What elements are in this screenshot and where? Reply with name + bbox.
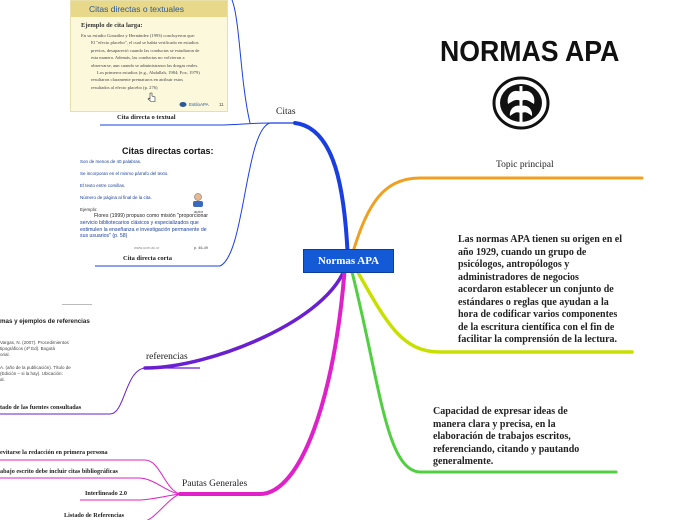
- citas-to-textual-connector: [100, 122, 271, 126]
- thumbnail-subtitle: Ejemplo de cita larga:: [81, 22, 143, 29]
- capacidad-connector: [348, 262, 618, 474]
- capacidad-node[interactable]: Capacidad de expresar ideas de manera cl…: [433, 406, 613, 469]
- thumbnail-line: previos, desapareció cuando las conducta…: [91, 47, 200, 53]
- topic-principal-node[interactable]: Topic principal: [496, 160, 554, 170]
- pautas-generales-label: Pautas Generales: [182, 479, 248, 489]
- thumbnail-line: (Edición – si la hay). Ubicación:: [0, 371, 63, 376]
- thumbnail-line: Número de página al final de la cita.: [80, 195, 152, 200]
- quote-line: estimulen la enseñanza e investigación p…: [80, 226, 207, 233]
- thumbnail-line: resultados al efecto placebo (p. 276): [91, 84, 158, 90]
- listado-fuentes-label[interactable]: tado de las fuentes consultadas: [0, 404, 82, 411]
- central-node[interactable]: Normas APA: [303, 249, 394, 273]
- origen-connector: [350, 260, 634, 354]
- origen-line: hora de codificar varios componentes: [458, 309, 618, 320]
- topic-principal-label: Topic principal: [496, 160, 554, 170]
- thumbnail-cita-directa-textual[interactable]: Citas directas o textuales Ejemplo de ci…: [70, 0, 228, 112]
- origen-line: administradores de negocios: [458, 271, 579, 283]
- origen-line: año 1929, cuando un grupo de: [458, 246, 587, 258]
- topic-connector: [348, 176, 644, 264]
- thumbnail-line: esta manera. Además, las conductas no vo…: [91, 55, 185, 61]
- normas-apa-logo-title: NORMAS APA: [440, 36, 620, 68]
- thumbnail-line: al.: [0, 377, 5, 382]
- citas-to-corta-connector: [95, 122, 271, 267]
- pautas-to-3: [80, 493, 181, 501]
- thumbnail-line: orial.: [0, 352, 10, 357]
- pautas-to-2: [0, 477, 181, 495]
- thumbnail-footer-brand: EstiloAPA: [189, 102, 209, 107]
- referencias-to-listado: [0, 367, 146, 415]
- capacidad-line: manera clara y precisa, en la: [433, 418, 556, 430]
- thumbnail-line: observarse, aun cuando se administraron …: [91, 62, 199, 68]
- author-avatar-icon: [193, 193, 203, 207]
- citas-connector: [293, 121, 350, 263]
- thumbnail-cita-directa-corta[interactable]: Citas directas cortas: Son de menos de 4…: [70, 140, 228, 252]
- thumbnail-title: Citas directas cortas:: [122, 146, 214, 156]
- capacidad-line: elaboración de trabajos escritos,: [433, 431, 571, 442]
- central-node-label: Normas APA: [317, 255, 380, 267]
- avatar-label: autor: [194, 209, 204, 214]
- cita-directa-textual-label[interactable]: Cita directa o textual: [117, 114, 176, 121]
- thumbnail-header-bar: [71, 1, 227, 17]
- thumbnail-line: tipográficos (4ª Ed). Bogotá: [0, 346, 55, 351]
- thumbnail-line: Vargas, N. (2007). Procedimientos: [0, 340, 69, 345]
- thumbnail-line: A. (año de la publicación). Título de: [0, 365, 71, 370]
- referencias-label: referencias: [146, 352, 188, 362]
- quote-line: Flores (1999) propuso como misión "propo…: [94, 213, 209, 219]
- thumbnail-quote: Flores (1999) propuso como misión "propo…: [80, 213, 225, 240]
- capacidad-line: Capacidad de expresar ideas de: [433, 406, 568, 417]
- thumbnail-line: En su estudio González y Hernández (1993…: [81, 33, 196, 38]
- thumbnail-page-number: 11: [219, 102, 224, 107]
- origen-line: de la escritura científica con el fin de: [458, 321, 615, 333]
- thumbnail-line: El texto entre comillas.: [80, 183, 126, 188]
- thumbnail-line: Se incorporan en el mismo párrafo del te…: [80, 171, 169, 176]
- citas-to-textual-up: [231, 0, 251, 124]
- thumbnail-line: Los primeros estudios (e.g., Abdallah, 1…: [97, 70, 200, 76]
- cita-directa-corta-label[interactable]: Cita directa corta: [123, 255, 172, 262]
- thumbnail-title: mas y ejemplos de referencias: [0, 318, 90, 325]
- thumbnail-line: Son de menos de 40 palabras.: [80, 159, 142, 164]
- origen-line: psicólogos, antropólogos y: [458, 259, 570, 270]
- quote-line: servicio bibliotecarios clásicos y espec…: [80, 219, 199, 226]
- thumbnail-referencias[interactable]: mas y ejemplos de referencias Vargas, N.…: [0, 302, 112, 400]
- thumbnail-header-title: Citas directas o textuales: [89, 4, 184, 14]
- thumbnail-line: Ejemplo:: [80, 207, 98, 212]
- referencias-connector: [143, 263, 348, 370]
- citas-label: Citas: [276, 107, 296, 117]
- pautas-connector: [178, 263, 347, 496]
- pauta-primera-persona[interactable]: evitarse la redacción en primera persona: [0, 449, 108, 456]
- origen-line: estándares o reglas que ayudan a la: [458, 296, 609, 308]
- cursor-hand-icon: [147, 92, 156, 102]
- thumbnail-top-rule: [62, 304, 92, 305]
- quote-line: sus usuarios" (p. 58): [80, 233, 128, 240]
- origen-line: acordaron establecer un conjunto de: [458, 284, 614, 295]
- thumbnail-footer-right: p. 46-49: [194, 246, 208, 250]
- citas-node[interactable]: Citas: [276, 107, 296, 117]
- referencias-node[interactable]: referencias: [146, 352, 188, 362]
- pautas-generales-node[interactable]: Pautas Generales: [182, 479, 247, 489]
- origen-line: Las normas APA tienen su origen en el: [458, 234, 622, 245]
- thumbnail-footer-left: www.ucm.ac.cr: [134, 246, 160, 250]
- pautas-to-4: [146, 493, 181, 520]
- thumbnail-body: En su estudio González y Hernández (1993…: [81, 32, 223, 91]
- thumbnail-line: resultaron claramente prematuros en atri…: [91, 77, 183, 83]
- capacidad-line: generalmente.: [433, 456, 494, 467]
- apa-mini-logo-icon: [179, 102, 187, 107]
- origen-line: facilitar la comprensión de la lectura.: [458, 334, 618, 345]
- capacidad-line: referenciando, citando y pautando: [433, 443, 580, 455]
- pauta-interlineado[interactable]: Interlineado 2.0: [85, 490, 127, 497]
- origen-node[interactable]: Las normas APA tienen su origen en el añ…: [458, 234, 638, 347]
- apa-emblem-icon: [492, 76, 550, 130]
- pauta-listado-referencias[interactable]: Listado de Referencias: [64, 512, 125, 519]
- pautas-to-1: [0, 459, 181, 495]
- pauta-citas-bibliograficas[interactable]: abajo escrito debe incluir citas bibliog…: [0, 468, 118, 475]
- thumbnail-line: El "efecto placebo", el cual se había ve…: [91, 40, 199, 46]
